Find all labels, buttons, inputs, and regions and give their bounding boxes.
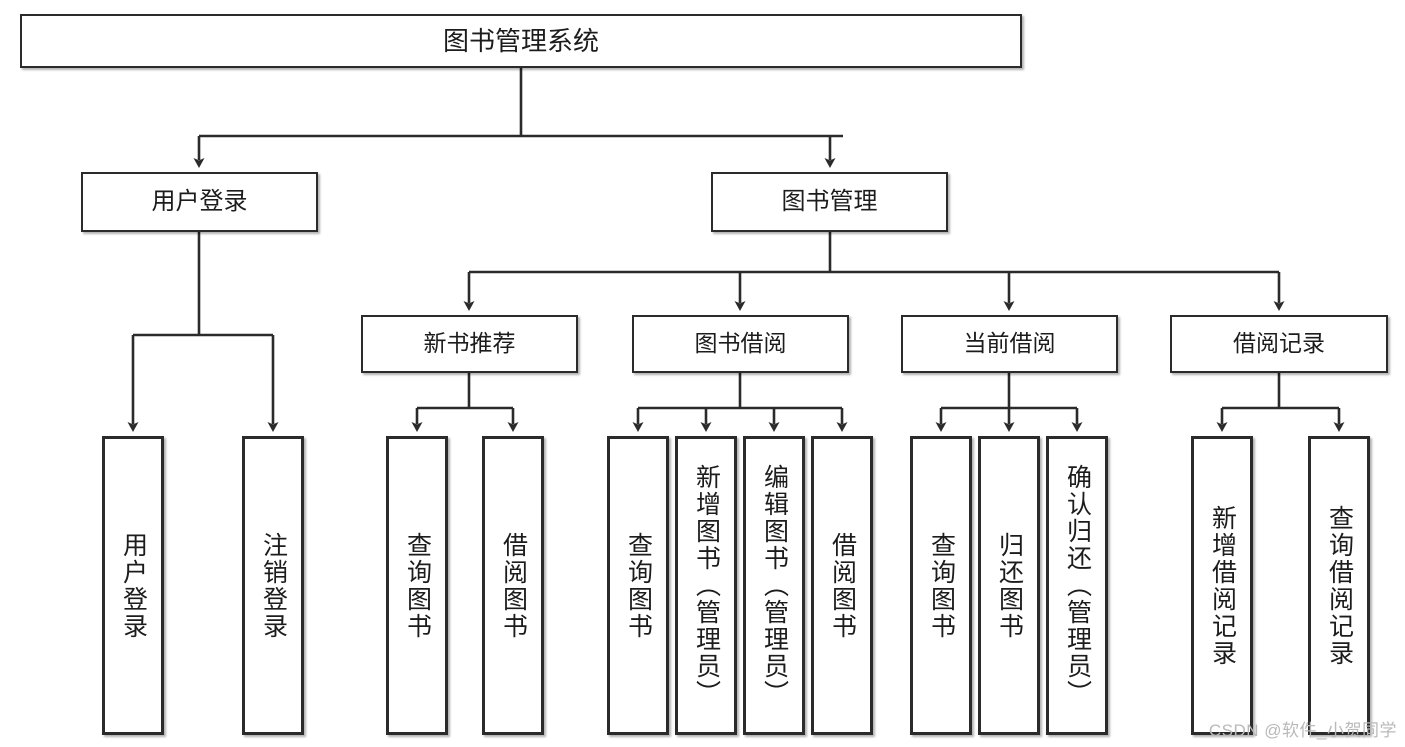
node-root-book-management-system[interactable]: 图书管理系统	[20, 14, 1022, 68]
node-borrow-record[interactable]: 借阅记录	[1170, 315, 1388, 373]
leaf-query-book-recommend[interactable]: 查询图书	[386, 436, 448, 735]
node-label: 归还图书	[995, 531, 1024, 640]
node-book-management[interactable]: 图书管理	[711, 172, 948, 232]
node-label: 注销登录	[259, 531, 288, 640]
leaf-query-borrow-record[interactable]: 查询借阅记录	[1308, 436, 1370, 735]
node-current-borrow[interactable]: 当前借阅	[901, 315, 1118, 373]
node-label: 图书管理系统	[442, 25, 599, 56]
node-label: 查询借阅记录	[1325, 504, 1354, 667]
node-label: 当前借阅	[963, 330, 1056, 357]
node-user-login[interactable]: 用户登录	[81, 172, 318, 232]
leaf-edit-book[interactable]: 编辑图书（管理员）	[743, 436, 805, 735]
node-new-book-recommend[interactable]: 新书推荐	[361, 315, 578, 373]
leaf-user-login[interactable]: 用户登录	[102, 436, 164, 735]
node-label: 用户登录	[119, 531, 148, 640]
leaf-add-borrow-record[interactable]: 新增借阅记录	[1191, 436, 1253, 735]
leaf-confirm-return[interactable]: 确认归还（管理员）	[1046, 436, 1108, 735]
node-label: 查询图书	[927, 531, 956, 640]
node-label: 借阅图书	[828, 531, 857, 640]
node-label: 编辑图书（管理员）	[760, 464, 789, 707]
node-label: 新增图书（管理员）	[692, 464, 721, 707]
node-label: 确认归还（管理员）	[1063, 464, 1092, 707]
node-label: 借阅记录	[1233, 330, 1325, 357]
node-book-borrow[interactable]: 图书借阅	[632, 315, 849, 373]
leaf-query-book-borrow[interactable]: 查询图书	[607, 436, 669, 735]
leaf-borrow-book-recommend[interactable]: 借阅图书	[482, 436, 544, 735]
leaf-return-book[interactable]: 归还图书	[978, 436, 1040, 735]
node-label: 新增借阅记录	[1208, 504, 1237, 667]
leaf-query-book-current[interactable]: 查询图书	[910, 436, 972, 735]
node-label: 用户登录	[151, 187, 248, 215]
node-label: 图书管理	[781, 187, 878, 215]
node-label: 图书借阅	[694, 330, 787, 357]
node-label: 新书推荐	[423, 330, 516, 357]
leaf-logout[interactable]: 注销登录	[242, 436, 304, 735]
node-label: 借阅图书	[499, 531, 528, 640]
node-label: 查询图书	[403, 531, 432, 640]
leaf-add-book[interactable]: 新增图书（管理员）	[675, 436, 737, 735]
csdn-watermark: CSDN @软件_小贺同学	[1208, 721, 1397, 740]
node-label: 查询图书	[624, 531, 653, 640]
leaf-borrow-book[interactable]: 借阅图书	[811, 436, 873, 735]
